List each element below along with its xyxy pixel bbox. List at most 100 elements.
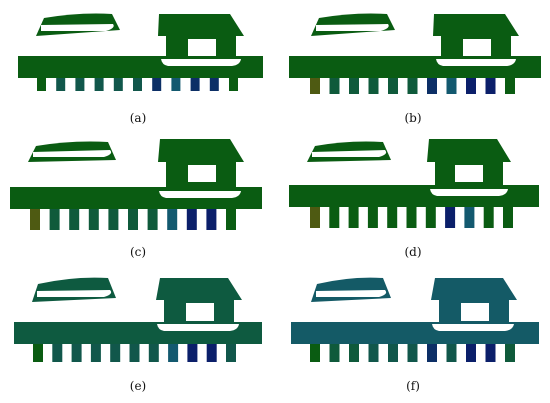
leg bbox=[229, 78, 238, 91]
leg bbox=[226, 209, 236, 230]
leg bbox=[75, 78, 85, 91]
panel-label: (a) bbox=[129, 111, 147, 125]
leg bbox=[56, 78, 66, 91]
leg-group bbox=[30, 209, 236, 230]
leg bbox=[503, 207, 513, 228]
roof-window bbox=[455, 165, 483, 182]
leg bbox=[505, 344, 515, 362]
leg-group bbox=[310, 78, 515, 94]
roof-window bbox=[461, 303, 489, 321]
panel-c: (c) bbox=[0, 134, 275, 268]
leg bbox=[186, 209, 197, 230]
roof-window bbox=[188, 165, 216, 182]
beam-slot bbox=[430, 189, 508, 196]
leg bbox=[49, 209, 60, 230]
leg bbox=[329, 344, 340, 362]
leg bbox=[406, 207, 417, 228]
leg bbox=[348, 207, 359, 228]
beam-slot bbox=[159, 191, 241, 198]
panel-a-figure bbox=[18, 13, 263, 91]
leg bbox=[445, 207, 456, 228]
leg bbox=[30, 209, 40, 230]
leg bbox=[310, 344, 320, 362]
beam-slot bbox=[161, 59, 241, 66]
leg bbox=[407, 344, 418, 362]
top-left-slot bbox=[316, 290, 387, 297]
leg bbox=[446, 344, 457, 362]
beam-slot bbox=[157, 324, 239, 331]
roof-block bbox=[433, 14, 519, 58]
top-left-wedge bbox=[32, 277, 116, 302]
leg bbox=[206, 344, 217, 362]
leg bbox=[133, 78, 142, 91]
leg bbox=[168, 344, 179, 362]
leg bbox=[37, 78, 46, 91]
panel-c-figure bbox=[10, 139, 262, 230]
roof-block bbox=[156, 278, 242, 326]
top-left-slot bbox=[316, 24, 389, 31]
main-beam bbox=[289, 185, 539, 207]
panel-e-figure bbox=[14, 277, 262, 362]
leg bbox=[167, 209, 178, 230]
leg bbox=[446, 78, 457, 94]
leg-group bbox=[310, 344, 515, 362]
leg bbox=[349, 344, 359, 362]
leg bbox=[485, 344, 496, 362]
leg bbox=[110, 344, 121, 362]
beam-slot bbox=[436, 59, 516, 66]
panel-label: (e) bbox=[129, 379, 147, 393]
leg bbox=[71, 344, 82, 362]
panel-a: (a) bbox=[0, 0, 275, 134]
leg bbox=[128, 209, 138, 230]
leg bbox=[94, 78, 104, 91]
leg-group bbox=[33, 344, 236, 362]
panel-label: (c) bbox=[129, 245, 147, 259]
roof-window bbox=[186, 303, 214, 321]
leg bbox=[33, 344, 43, 362]
panel-d: (d) bbox=[275, 134, 550, 268]
leg bbox=[329, 207, 340, 228]
leg bbox=[209, 78, 219, 91]
leg bbox=[90, 344, 101, 362]
leg bbox=[466, 78, 476, 94]
leg bbox=[129, 344, 140, 362]
leg bbox=[226, 344, 236, 362]
panel-label: (f) bbox=[406, 379, 420, 393]
top-left-slot bbox=[37, 290, 112, 297]
leg bbox=[310, 78, 320, 94]
leg bbox=[88, 209, 99, 230]
leg bbox=[69, 209, 80, 230]
roof-block bbox=[158, 14, 244, 58]
leg bbox=[483, 207, 494, 228]
leg bbox=[147, 209, 158, 230]
leg bbox=[464, 207, 475, 228]
leg bbox=[368, 344, 379, 362]
leg bbox=[190, 78, 200, 91]
roof-window bbox=[188, 39, 216, 56]
top-left-slot bbox=[33, 150, 112, 157]
top-left-slot bbox=[312, 150, 387, 157]
leg bbox=[485, 78, 496, 94]
panel-f-figure bbox=[291, 277, 539, 362]
panel-f: (f) bbox=[275, 268, 550, 402]
panel-b: (b) bbox=[275, 0, 550, 134]
leg bbox=[388, 78, 398, 94]
leg bbox=[329, 78, 340, 94]
leg bbox=[388, 344, 398, 362]
roof-window bbox=[463, 39, 491, 56]
leg bbox=[171, 78, 181, 91]
leg bbox=[206, 209, 217, 230]
top-left-wedge bbox=[311, 277, 391, 302]
roof-block bbox=[431, 278, 517, 326]
roof-block bbox=[427, 139, 511, 188]
leg bbox=[368, 78, 379, 94]
leg bbox=[367, 207, 378, 228]
leg bbox=[425, 207, 436, 228]
roof-block bbox=[158, 139, 244, 190]
leg bbox=[52, 344, 63, 362]
leg bbox=[427, 78, 437, 94]
leg bbox=[407, 78, 418, 94]
leg bbox=[466, 344, 476, 362]
leg-group bbox=[37, 78, 238, 91]
leg bbox=[113, 78, 123, 91]
